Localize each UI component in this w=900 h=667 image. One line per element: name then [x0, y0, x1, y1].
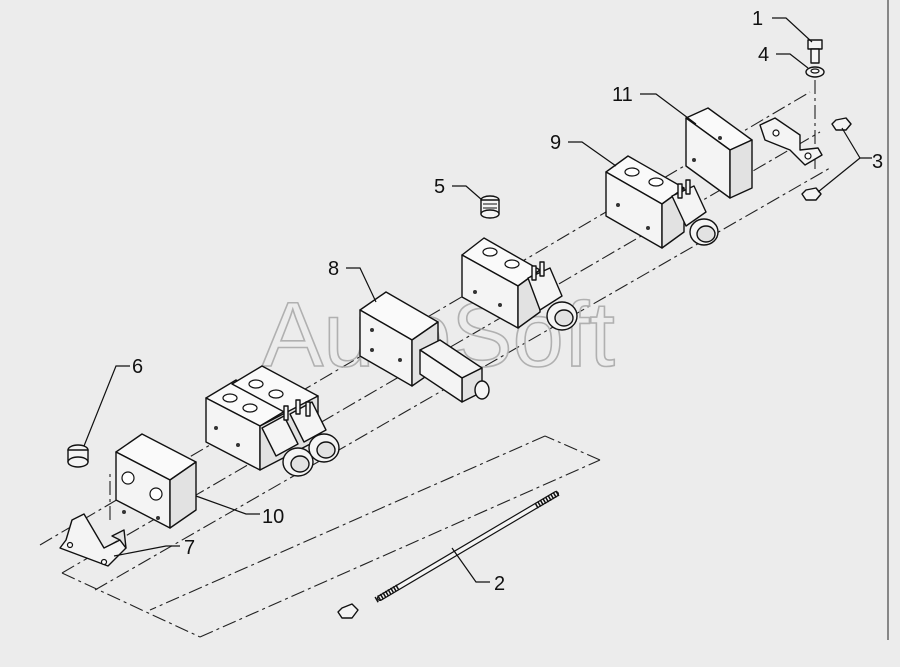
part-1-bolt [807, 39, 823, 64]
part-3-nuts [801, 117, 852, 201]
part-2-threaded-rod [337, 490, 560, 619]
leader-lines [83, 17, 872, 583]
part-8-block-shaft [359, 291, 490, 403]
label-6: 6 [132, 356, 143, 378]
part-mid-valve [461, 237, 578, 331]
label-2: 2 [494, 573, 505, 595]
part-9-valve [605, 155, 719, 249]
label-4: 4 [758, 44, 769, 66]
label-9: 9 [550, 132, 561, 154]
part-5-fitting [480, 195, 500, 219]
part-bracket-upper [759, 117, 823, 166]
label-5: 5 [434, 176, 445, 198]
part-6-fitting [67, 444, 89, 468]
label-1: 1 [752, 8, 763, 30]
part-left-double-valve [205, 365, 340, 477]
part-11-end-plate [685, 107, 753, 199]
label-11: 11 [612, 84, 633, 106]
label-3: 3 [872, 151, 883, 173]
part-7-bracket [59, 513, 127, 567]
label-7: 7 [184, 537, 195, 559]
part-4-washer [805, 66, 825, 78]
label-10: 10 [262, 506, 284, 528]
callout-labels: 1 4 3 11 9 5 8 6 10 7 2 [132, 8, 883, 595]
part-10-end-block [115, 433, 197, 529]
label-8: 8 [328, 258, 339, 280]
